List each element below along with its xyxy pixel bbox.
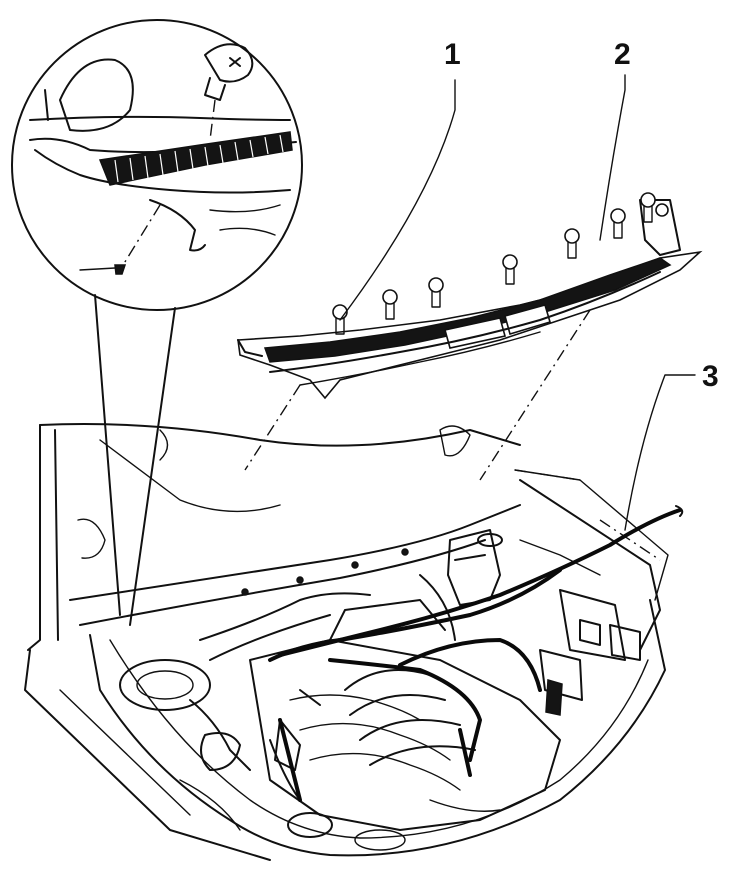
seal [278, 505, 684, 657]
clip-fasteners [332, 192, 669, 335]
callout-3-label: 3 [702, 360, 719, 393]
clip [382, 289, 398, 320]
clip [640, 192, 656, 223]
detail-magnifier [11, 19, 303, 626]
callout-leaders [339, 74, 696, 531]
clip [564, 228, 580, 259]
clip [655, 203, 669, 217]
engine-bay [24, 423, 669, 861]
clip [428, 277, 444, 308]
clip [610, 208, 626, 239]
clip [502, 254, 518, 285]
plenum-panel [237, 199, 703, 481]
clip-detail [204, 43, 254, 141]
callout-1-label: 1 [444, 38, 461, 71]
callout-2-label: 2 [614, 38, 631, 71]
